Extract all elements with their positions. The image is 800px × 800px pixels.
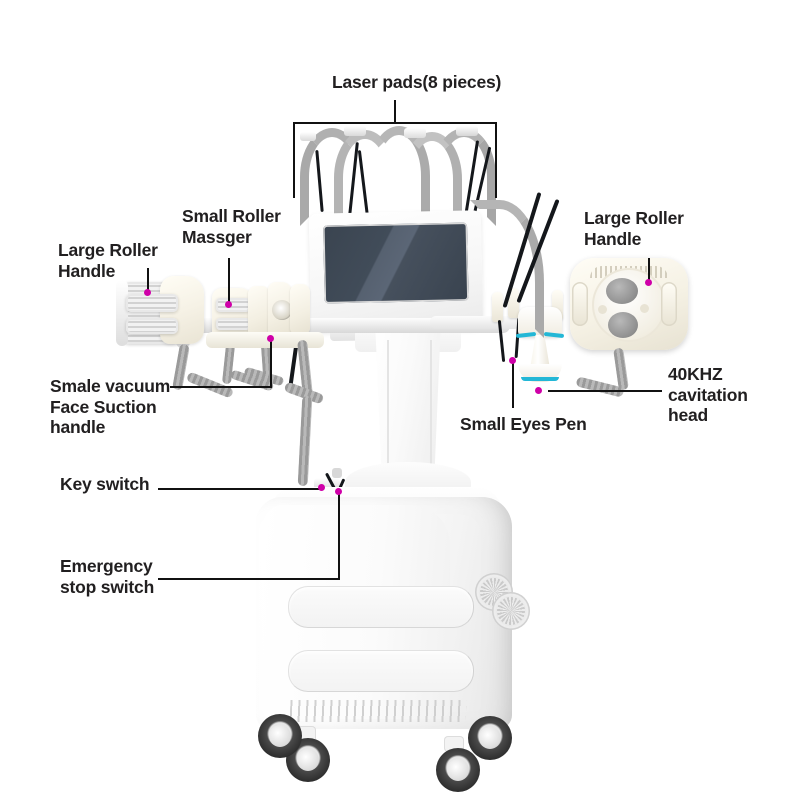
- side-vent-fan: [492, 592, 530, 630]
- label-cavitation-head: 40KHZ cavitation head: [668, 364, 748, 426]
- leader-emergency-stop: [158, 578, 340, 580]
- leader-large-roller-right: [648, 258, 650, 282]
- label-large-roller-handle-left: Large Roller Handle: [58, 240, 158, 281]
- left-handle-dock: [206, 332, 324, 348]
- label-small-eyes-pen: Small Eyes Pen: [460, 414, 587, 434]
- marker-key-switch: [318, 484, 325, 491]
- column-seam-right: [430, 340, 432, 464]
- marker-small-eyes-pen: [509, 357, 516, 364]
- label-emergency-stop-switch: Emergency stop switch: [60, 556, 155, 597]
- leader-laser-pads-left: [293, 122, 295, 198]
- leader-key-switch: [158, 488, 323, 490]
- touchscreen-display[interactable]: [323, 222, 469, 304]
- leader-small-roller-massager: [228, 258, 230, 304]
- marker-large-roller-right: [645, 279, 652, 286]
- leader-emergency-stop-riser: [338, 494, 340, 579]
- caster-wheel[interactable]: [258, 714, 302, 758]
- right-hose-arc: [470, 200, 544, 338]
- left-hose-to-base: [297, 395, 313, 487]
- label-key-switch: Key switch: [60, 474, 150, 494]
- marker-large-roller-left: [144, 289, 151, 296]
- machine-column: [375, 330, 441, 470]
- cabinet-groove: [288, 586, 474, 628]
- label-small-roller-massager: Small Roller Massger: [182, 206, 281, 247]
- leader-cavitation-head: [548, 390, 662, 392]
- marker-vacuum-suction: [267, 335, 274, 342]
- leader-laser-pads-stem: [394, 100, 396, 123]
- cabinet-groove: [288, 650, 474, 692]
- leader-laser-pads-right: [495, 122, 497, 198]
- bottom-vent-slots: [289, 700, 467, 722]
- control-monitor[interactable]: [308, 210, 484, 332]
- label-large-roller-handle-right: Large Roller Handle: [584, 208, 684, 249]
- marker-emergency-stop: [335, 488, 342, 495]
- label-laser-pads: Laser pads(8 pieces): [332, 72, 502, 92]
- leader-small-eyes-pen: [512, 362, 514, 408]
- marker-small-roller-massager: [225, 301, 232, 308]
- column-seam-left: [387, 340, 389, 464]
- caster-wheel[interactable]: [468, 716, 512, 760]
- leader-laser-pads-top: [293, 122, 497, 124]
- leader-large-roller-left: [147, 268, 149, 292]
- leader-vacuum-suction: [170, 386, 272, 388]
- leader-vacuum-suction-riser: [270, 340, 272, 387]
- caster-wheel[interactable]: [436, 748, 480, 792]
- marker-cavitation-head: [535, 387, 542, 394]
- label-small-vacuum-face-suction: Smale vacuum Face Suction handle: [50, 376, 171, 438]
